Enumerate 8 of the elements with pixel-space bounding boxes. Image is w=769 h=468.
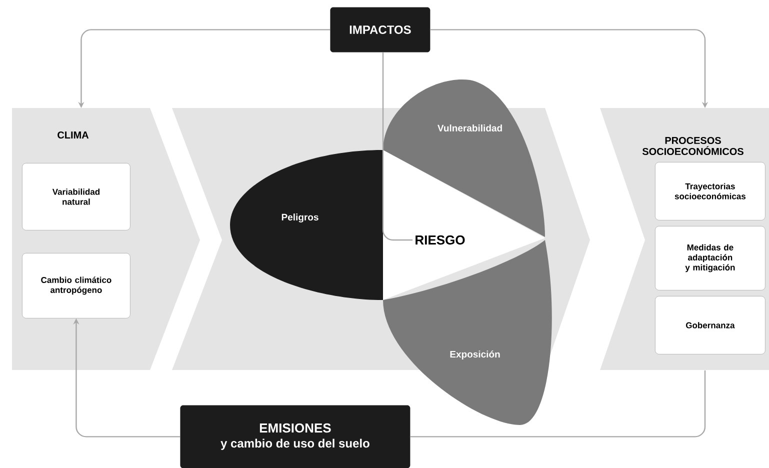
label-box: EMISIONES y cambio de uso del suelo bbox=[180, 405, 410, 468]
text-box: Medidas de adaptación y mitigación bbox=[655, 226, 766, 290]
text-box: Gobernanza bbox=[655, 296, 766, 354]
node-label: CLIMA bbox=[58, 131, 89, 139]
label-box: IMPACTOS bbox=[330, 7, 430, 52]
text-box: Trayectorias socioeconómicas bbox=[655, 162, 766, 220]
text-box: Variabilidad natural bbox=[22, 163, 130, 230]
text-box: Cambio climático antropógeno bbox=[22, 253, 130, 318]
